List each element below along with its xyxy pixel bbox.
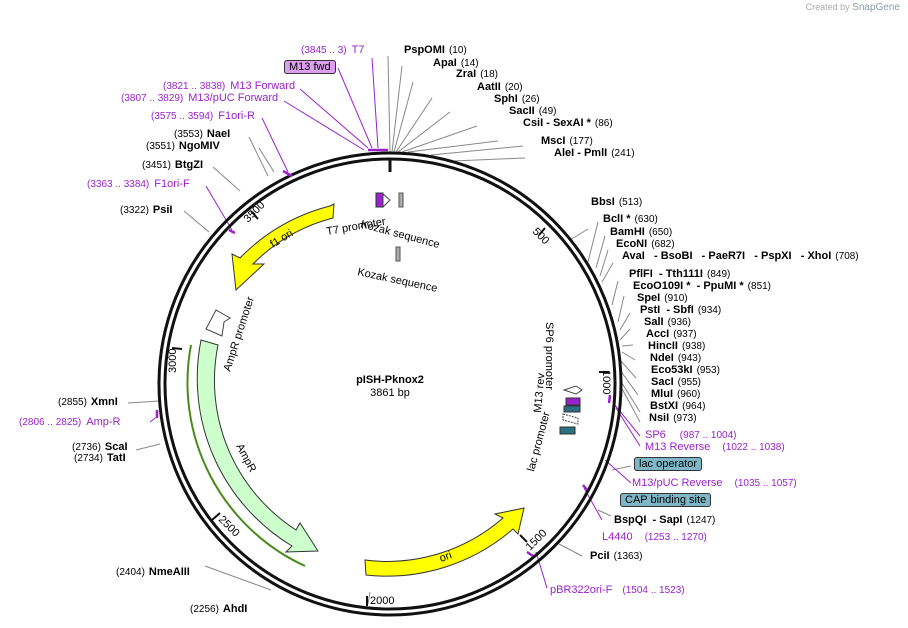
enzyme-msci[interactable]: MscI(177): [541, 135, 593, 147]
primer-m13-forward[interactable]: (3821 .. 3838)M13 Forward: [163, 80, 296, 92]
m13-rev-block: [565, 397, 581, 406]
lac-promoter-label: lac promoter: [525, 410, 553, 472]
tick-2500: 2500: [216, 514, 242, 540]
enzyme-aatii[interactable]: AatII(20): [477, 81, 523, 93]
enzyme-psti[interactable]: PstI - SbfI(934): [640, 304, 722, 316]
enzyme-ahdi[interactable]: (2256)AhdI: [190, 603, 248, 615]
enzyme-sphi[interactable]: SphI(26): [494, 93, 540, 105]
ori-label: ori: [438, 549, 454, 564]
enzyme-sali[interactable]: SalI(936): [644, 316, 691, 328]
snapgene-logo: SnapGene: [852, 2, 900, 13]
enzyme-btgzi[interactable]: (3451)BtgZI: [142, 159, 204, 171]
lac-operator-block: [563, 405, 581, 413]
primer-m13-fwd[interactable]: M13 fwd: [284, 60, 336, 74]
plasmid-size: 3861 bp: [370, 387, 410, 399]
enzyme-saci[interactable]: SacI(955): [651, 376, 701, 388]
enzyme-acci[interactable]: AccI(937): [646, 328, 697, 340]
enzyme-xmni[interactable]: (2855)XmnI: [58, 396, 118, 408]
enzyme-naei[interactable]: (3553)NaeI: [174, 128, 231, 140]
enzyme-bamhi[interactable]: BamHI(650): [610, 226, 673, 238]
enzyme-avai[interactable]: AvaI - BsoBI - PaeR7I - PspXI - XhoI(708…: [622, 250, 859, 262]
ampr-primer-track: [186, 344, 306, 567]
enzyme-nmeaiii[interactable]: (2404)NmeAIII: [116, 566, 190, 578]
primer-pbr322ori-f[interactable]: pBR322ori-F(1504 .. 1523): [550, 584, 685, 596]
primer-m13-reverse[interactable]: M13 Reverse(1022 .. 1038): [645, 441, 785, 453]
enzyme-mlui[interactable]: MluI(960): [651, 388, 701, 400]
feature-lac-operator[interactable]: lac operator: [634, 457, 703, 471]
t7-promoter-block: [375, 192, 384, 208]
primer-t7[interactable]: (3845 .. 3)T7: [301, 44, 365, 56]
tick-marks: [171, 210, 609, 606]
enzyme-alei[interactable]: AleI - PmlI(241): [554, 147, 635, 159]
primer-sp6[interactable]: SP6(987 .. 1004): [645, 429, 737, 441]
enzyme-pcii[interactable]: PciI(1363): [590, 550, 643, 562]
kozak-block-1: [398, 192, 404, 208]
enzyme-spei[interactable]: SpeI(910): [637, 292, 688, 304]
enzyme-tati[interactable]: (2734)TatI: [74, 452, 126, 464]
snapgene-credit: Created by SnapGene: [806, 2, 900, 13]
tick-500: 500: [530, 226, 551, 247]
primer-amp-r[interactable]: (2806 .. 2825)Amp-R: [19, 416, 121, 428]
primer-leader-lines: [149, 57, 641, 589]
m13-rev-label: M13 rev: [532, 372, 547, 413]
feature-cap-binding-site[interactable]: CAP binding site: [620, 493, 712, 507]
plasmid-name: pISH-Pknox2: [356, 374, 424, 386]
enzyme-pspomi[interactable]: PspOMI(10): [404, 44, 467, 56]
sp6-promoter-label: SP6 promoter: [543, 322, 555, 390]
sp6-promoter-arrow: [562, 385, 583, 395]
enzyme-bstxi[interactable]: BstXI(964): [650, 400, 706, 412]
enzyme-scai[interactable]: (2736)ScaI: [72, 441, 128, 453]
enzyme-hincii[interactable]: HincII(938): [648, 340, 706, 352]
primer-l4440[interactable]: L4440(1253 .. 1270): [602, 531, 707, 543]
f1-ori-arrow: [231, 203, 335, 292]
kozak-label-1: Kozak sequence: [359, 218, 441, 251]
enzyme-sacii[interactable]: SacII(49): [509, 105, 557, 117]
ampr-promoter-label: AmpR promoter: [221, 295, 257, 373]
enzyme-csii[interactable]: CsiI - SexAI *(86): [523, 117, 613, 129]
leader-lines: [127, 55, 641, 605]
primer-m13-puc-forward[interactable]: (3807 .. 3829)M13/pUC Forward: [121, 92, 279, 104]
t7-promoter-arrowhead: [382, 192, 391, 209]
tick-3000: 3000: [167, 349, 179, 373]
backbone-outer: [157, 151, 623, 617]
enzyme-bcli[interactable]: BclI *(630): [603, 213, 658, 225]
enzyme-pflfi[interactable]: PflFI - Tth111I(849): [629, 268, 731, 280]
ampr-promoter-arrow: [205, 309, 231, 337]
primer-f1ori-r[interactable]: (3575 .. 3594)F1ori-R: [151, 110, 255, 122]
tick-2000: 2000: [370, 595, 394, 607]
enzyme-zrai[interactable]: ZraI(18): [456, 68, 498, 80]
enzyme-nsii[interactable]: NsiI(973): [649, 412, 697, 424]
ampr-arrow: [196, 339, 319, 553]
enzyme-ndei[interactable]: NdeI(943): [650, 352, 702, 364]
tick-1500: 1500: [524, 527, 550, 553]
primer-arcs: [155, 148, 612, 558]
enzyme-ngomiv[interactable]: (3551)NgoMIV: [146, 140, 220, 152]
ori-arrow: [364, 507, 525, 577]
enzyme-econi[interactable]: EcoNI(682): [616, 238, 675, 250]
enzyme-bspqi[interactable]: BspQI - SapI(1247): [614, 514, 716, 526]
enzyme-ecoo109i[interactable]: EcoO109I * - PpuMI *(851): [633, 280, 772, 292]
enzyme-bbsi[interactable]: BbsI(513): [591, 196, 643, 208]
enzyme-psii[interactable]: (3322)PsiI: [120, 204, 173, 216]
primer-m13-puc-reverse[interactable]: M13/pUC Reverse(1035 .. 1057): [632, 477, 797, 489]
credit-prefix: Created by: [805, 2, 850, 12]
enzyme-apai[interactable]: ApaI(14): [433, 57, 479, 69]
enzyme-eco53ki[interactable]: Eco53kI(953): [651, 364, 720, 376]
lac-promoter-arrow: [562, 413, 579, 425]
primer-f1ori-f[interactable]: (3363 .. 3384)F1ori-F: [87, 178, 190, 190]
kozak-block-2: [395, 246, 401, 262]
cap-site-block: [559, 426, 576, 435]
kozak-label-2: Kozak sequence: [356, 266, 438, 295]
tick-1000: 1000: [600, 370, 612, 394]
